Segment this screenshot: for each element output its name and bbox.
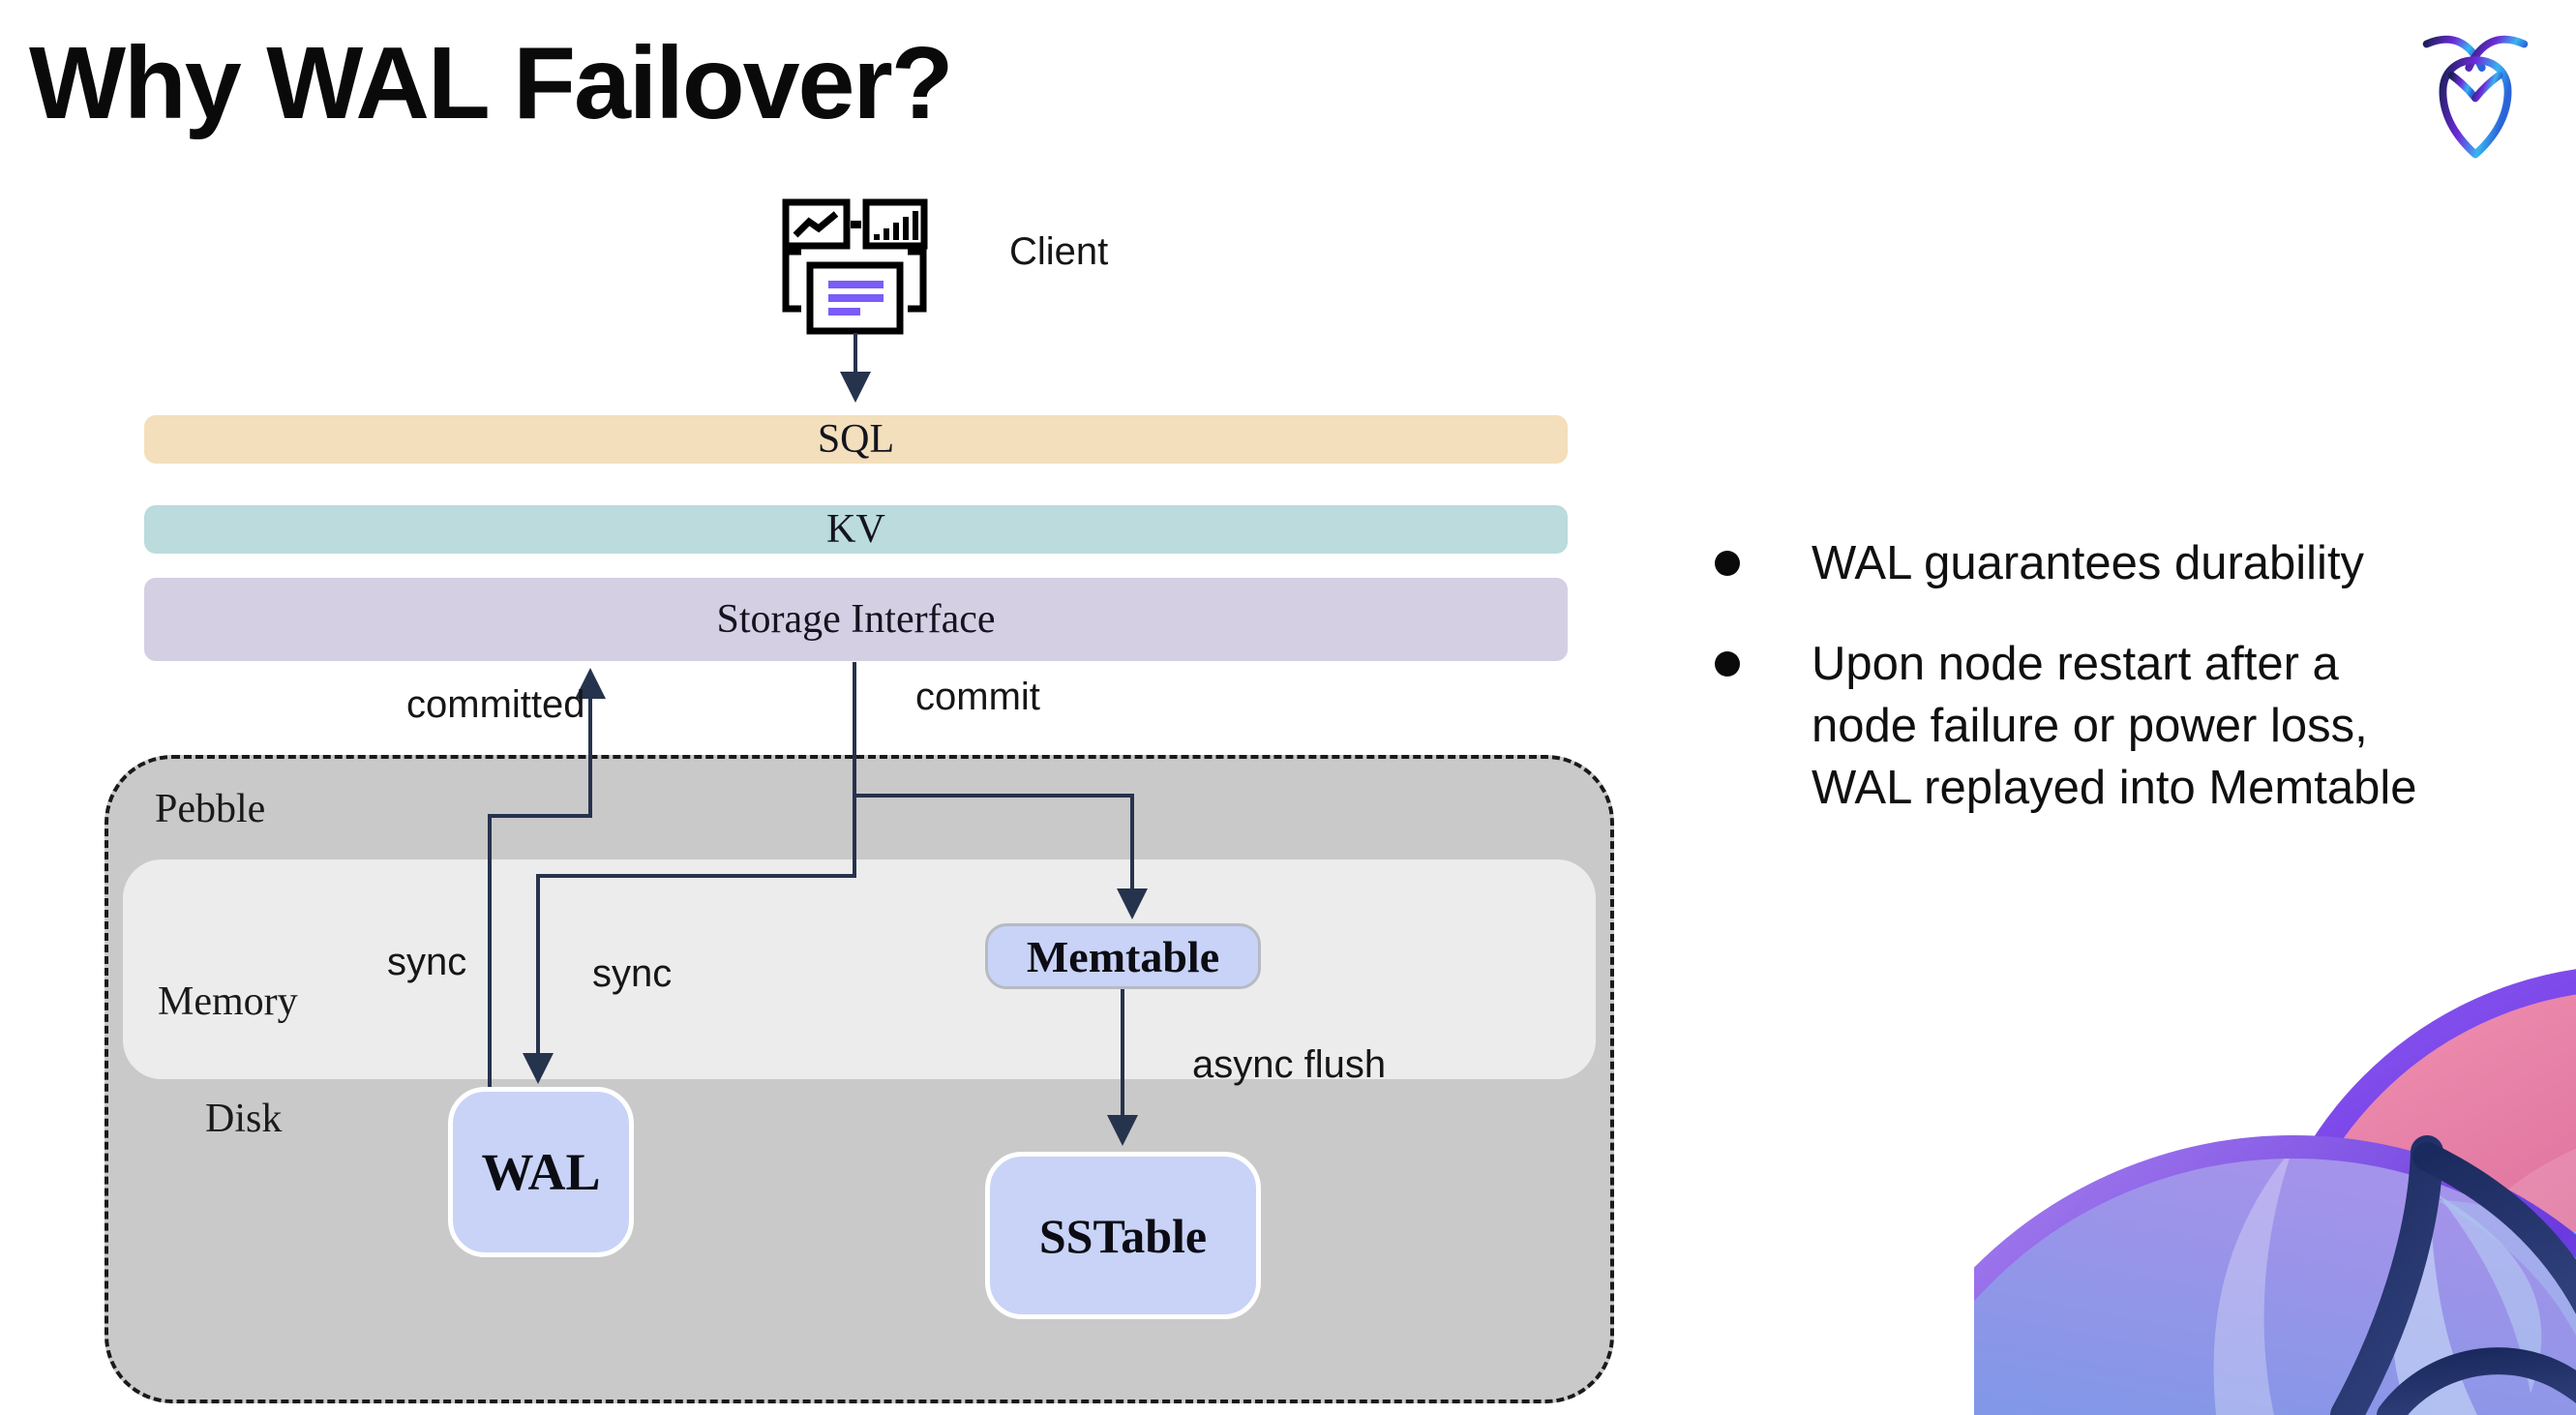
layer-storage-interface: Storage Interface: [144, 578, 1568, 661]
bullet-line: Upon node restart after a: [1812, 638, 2339, 690]
list-item: Upon node restart after a node failure o…: [1715, 633, 2547, 819]
node-memtable: Memtable: [985, 923, 1261, 989]
layer-kv: KV: [144, 505, 1568, 554]
edge-label-async-flush: async flush: [1192, 1043, 1387, 1086]
bullet-line: node failure or power loss,: [1812, 700, 2368, 752]
bullet-list: WAL guarantees durability Upon node rest…: [1715, 532, 2547, 819]
page-title: Why WAL Failover?: [29, 26, 953, 140]
edge-label-sync-committed: sync: [387, 941, 467, 983]
bullet-line: WAL replayed into Memtable: [1812, 762, 2417, 814]
client-icon: [782, 198, 928, 335]
line-chart-icon: [782, 198, 851, 250]
bullet-icon: [1715, 551, 1740, 576]
bullet-text: Upon node restart after a node failure o…: [1812, 633, 2417, 819]
bullet-line: WAL guarantees durability: [1812, 537, 2365, 589]
dash-connector: [851, 221, 861, 228]
bullet-icon: [1715, 651, 1740, 677]
memory-label: Memory: [158, 979, 298, 1024]
bar-chart-icon: [862, 198, 928, 250]
document-icon: [782, 248, 927, 335]
bullet-text: WAL guarantees durability: [1812, 532, 2364, 594]
list-item: WAL guarantees durability: [1715, 532, 2547, 594]
cockroachdb-logo-icon: [2422, 35, 2529, 159]
client-label: Client: [1009, 230, 1109, 273]
layer-sql: SQL: [144, 415, 1568, 464]
abstract-spheres-artwork: [1974, 969, 2576, 1415]
disk-label: Disk: [205, 1097, 283, 1141]
edge-label-commit: commit: [915, 676, 1040, 718]
edge-label-sync-commit: sync: [592, 952, 673, 995]
edge-label-committed: committed: [406, 683, 585, 726]
node-wal: WAL: [448, 1087, 634, 1257]
node-sstable: SSTable: [985, 1152, 1261, 1319]
pebble-label: Pebble: [155, 787, 266, 831]
pebble-container: [105, 755, 1614, 1403]
